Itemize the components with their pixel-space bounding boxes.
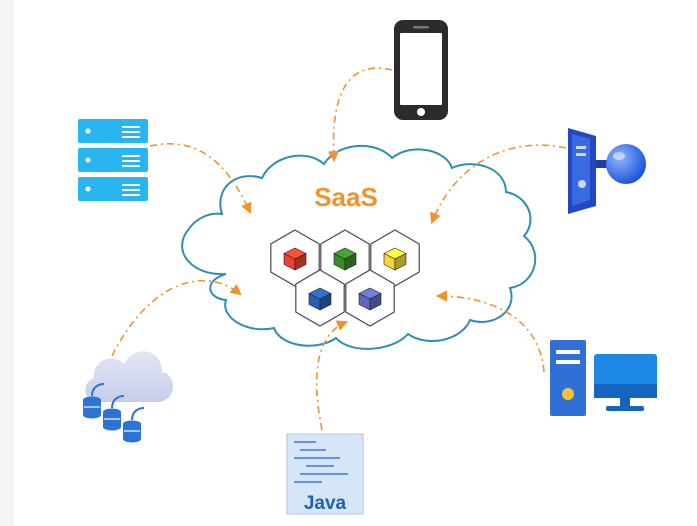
arrow-java-to-cloud [315,320,349,431]
arrow-phone-to-cloud [327,67,393,163]
cube-red-cell [270,229,320,287]
arrow-desktop-to-cloud [435,290,545,373]
connection-arrows [111,67,567,431]
cloud-database-icon [83,351,173,443]
cube-green-cell [320,229,370,287]
java-label: Java [304,493,347,514]
arrow-server-to-cloud [149,143,252,215]
left-margin-strip [0,0,14,526]
cube-yellow-right [394,253,407,271]
cube-blue-right [319,293,332,311]
cube-blue-cell [295,269,345,327]
mainframe-globe-icon [568,128,646,214]
server-rack-icon [78,119,148,201]
cube-indigo-cell [345,269,395,327]
microservice-cubes-icon [270,229,420,327]
saas-label: SaaS [314,182,378,212]
java-source-file-icon: Java [286,433,364,515]
arrow-mainframe-to-cloud [430,144,567,225]
cube-red-right [294,253,307,271]
cube-green-right [344,253,357,271]
cube-yellow-cell [370,229,420,287]
arrow-clouddb-to-cloud [111,279,242,357]
cube-indigo-right [369,293,382,311]
desktop-computer-icon [550,340,657,416]
smartphone-icon [394,20,448,120]
